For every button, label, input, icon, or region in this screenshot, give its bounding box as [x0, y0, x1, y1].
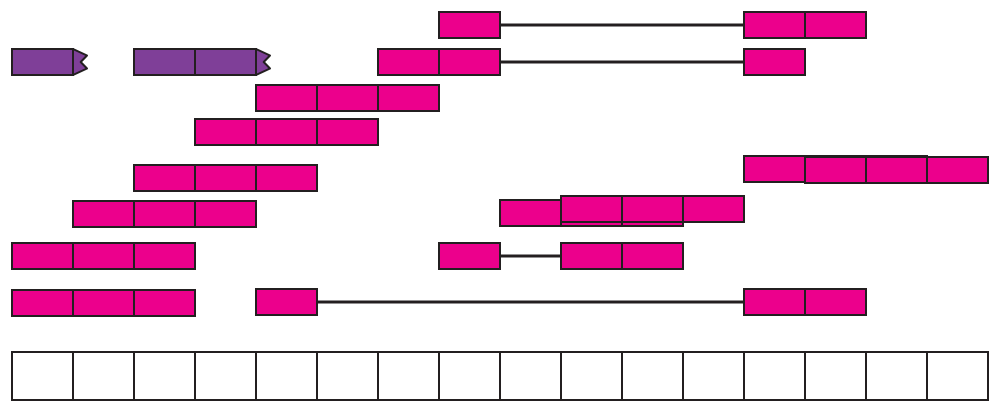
read-block	[377, 48, 440, 76]
read-block	[438, 48, 501, 76]
read-12	[438, 242, 684, 270]
read-9	[72, 200, 257, 228]
read-14	[255, 288, 867, 316]
reference-cell	[316, 351, 379, 401]
read-block	[194, 164, 257, 192]
reference-cell	[926, 351, 989, 401]
read-1	[438, 11, 867, 39]
arrow-read-block	[133, 48, 196, 76]
read-block	[11, 242, 74, 270]
read-block	[865, 156, 928, 184]
reference-cell	[194, 351, 257, 401]
read-block	[194, 200, 257, 228]
read-block	[560, 195, 623, 223]
read-block	[438, 11, 501, 39]
read-block	[560, 242, 623, 270]
reads-layer	[11, 11, 989, 317]
reference-cell	[804, 351, 867, 401]
arrow-reads-layer	[11, 48, 271, 76]
read-block	[194, 118, 257, 146]
read-block	[804, 156, 867, 184]
read-block	[72, 242, 135, 270]
reference-track	[11, 351, 989, 401]
direction-arrow-icon	[72, 48, 88, 76]
reference-cell	[11, 351, 74, 401]
read-13	[11, 289, 196, 317]
read-block	[316, 84, 379, 112]
reference-cell	[682, 351, 745, 401]
read-block	[743, 155, 806, 183]
read-block	[255, 84, 318, 112]
read-block	[72, 289, 135, 317]
reference-cell	[743, 351, 806, 401]
reference-cell	[377, 351, 440, 401]
read-block	[438, 242, 501, 270]
read-block	[133, 164, 196, 192]
direction-arrow-icon	[255, 48, 271, 76]
read-block	[499, 199, 562, 227]
arrow-read-block	[11, 48, 74, 76]
read-block	[621, 242, 684, 270]
read-block	[11, 289, 74, 317]
read-block	[133, 289, 196, 317]
read-block	[682, 195, 745, 223]
arrow-read-block	[194, 48, 257, 76]
read-block	[804, 11, 867, 39]
read-8	[133, 164, 318, 192]
read-block	[377, 84, 440, 112]
read-block	[133, 242, 196, 270]
read-block	[316, 118, 379, 146]
reference-cell	[621, 351, 684, 401]
read-block	[621, 195, 684, 223]
read-block	[72, 200, 135, 228]
reference-cell	[499, 351, 562, 401]
reference-cell	[560, 351, 623, 401]
reference-cell	[255, 351, 318, 401]
read-block	[926, 156, 989, 184]
connectors-layer	[317, 23, 744, 304]
read-block	[255, 164, 318, 192]
read-block	[133, 200, 196, 228]
reference-cell	[438, 351, 501, 401]
reference-cell	[865, 351, 928, 401]
read-block	[255, 118, 318, 146]
read-block	[804, 288, 867, 316]
read-block	[743, 11, 806, 39]
read-3	[255, 84, 440, 112]
read-4	[194, 118, 379, 146]
arrow-read-2	[133, 48, 271, 76]
reference-cell	[72, 351, 135, 401]
read-2	[377, 48, 806, 76]
read-block	[743, 288, 806, 316]
read-10	[560, 195, 745, 223]
read-7	[804, 156, 989, 184]
read-11	[11, 242, 196, 270]
reference-cell	[133, 351, 196, 401]
read-block	[743, 48, 806, 76]
arrow-read-1	[11, 48, 88, 76]
read-block	[255, 288, 318, 316]
